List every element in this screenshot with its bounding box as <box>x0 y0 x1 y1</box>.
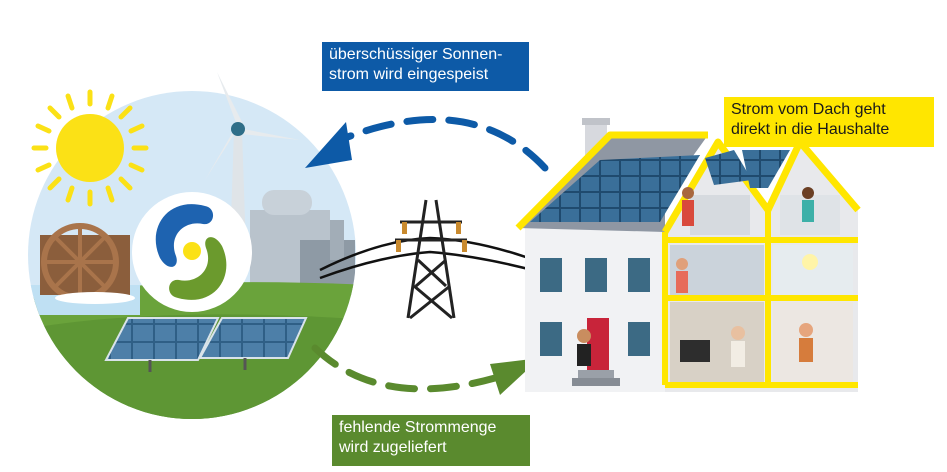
supply-label-line1: fehlende Strommenge <box>339 419 497 436</box>
rooftop-power-label: Strom vom Dach geht direkt in die Hausha… <box>724 97 934 147</box>
rooftop-power-label-line2: direkt in die Haushalte <box>731 121 890 138</box>
feed-in-label: überschüssiger Sonnen- strom wird einges… <box>322 42 529 91</box>
person-icon <box>799 323 813 362</box>
utility-logo-icon <box>132 192 252 312</box>
supply-label: fehlende Strommenge wird zugeliefert <box>332 415 530 466</box>
solar-panel-icon <box>104 317 308 372</box>
supply-label-line2: wird zugeliefert <box>339 439 447 456</box>
feed-in-label-line2: strom wird eingespeist <box>329 66 489 83</box>
flow-arrow-icon <box>311 344 540 395</box>
flow-arrow-icon <box>305 116 549 172</box>
person-icon <box>682 187 694 226</box>
feed-in-label-line1: überschüssiger Sonnen- <box>329 46 503 63</box>
person-icon <box>676 258 688 293</box>
water-wheel-icon <box>40 223 135 304</box>
person-icon <box>731 326 745 367</box>
sun-icon <box>31 89 149 207</box>
person-icon <box>577 329 591 366</box>
power-pylon-icon <box>319 199 541 320</box>
rooftop-power-label-line1: Strom vom Dach geht <box>731 101 886 118</box>
energy-producer-circle <box>28 72 356 419</box>
person-icon <box>802 187 814 222</box>
